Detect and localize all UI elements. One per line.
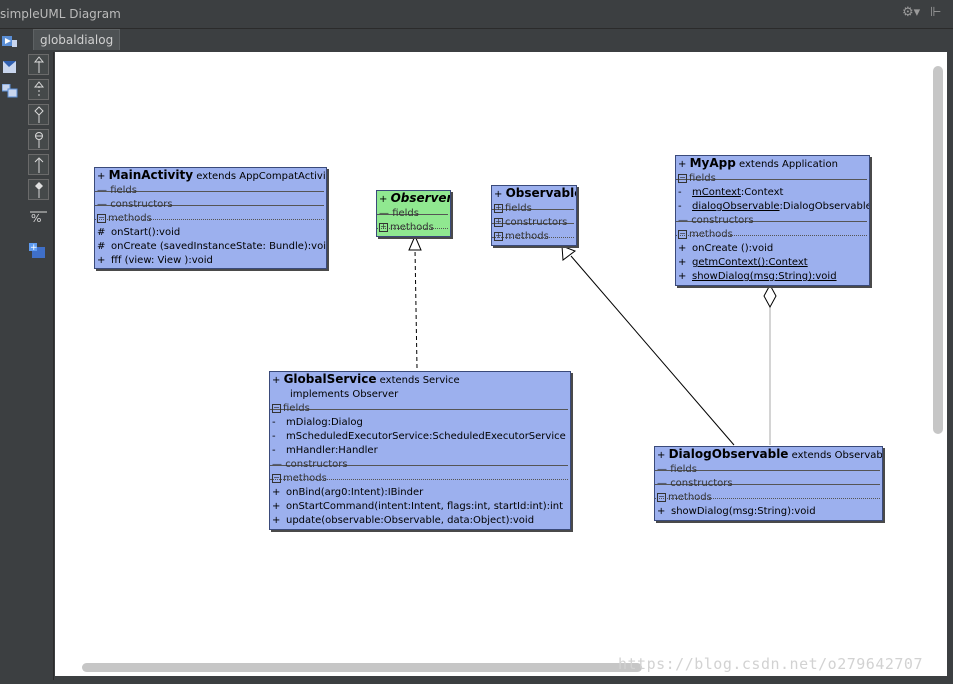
methods-section[interactable]: −methods — [270, 472, 570, 486]
expand-icon: + — [494, 217, 503, 227]
class-diagram-icon[interactable] — [2, 60, 18, 74]
interface-observer[interactable]: + Observer — fields +methods — [376, 190, 451, 237]
method-row: #onCreate (savedInstanceState: Bundle):v… — [97, 241, 327, 252]
class-header: + Observer — [379, 191, 451, 205]
class-extends: extends Service — [379, 375, 460, 386]
constructors-section[interactable]: +constructors — [492, 216, 576, 230]
expand-icon: + — [379, 222, 388, 232]
class-observable[interactable]: + Observable +fields +constructors +meth… — [491, 185, 577, 246]
class-mainactivity[interactable]: + MainActivity extends AppCompatActivity… — [94, 167, 327, 269]
tab-globaldialog[interactable]: globaldialog — [33, 29, 121, 50]
horizontal-scrollbar[interactable] — [82, 663, 642, 672]
fields-section: — fields — [95, 184, 326, 198]
field-row: -mContext:Context — [678, 187, 784, 198]
expand-icon: + — [494, 231, 503, 241]
realization-tool-icon[interactable] — [28, 79, 49, 100]
fields-section: — fields — [655, 463, 882, 477]
expand-icon: + — [494, 203, 503, 213]
tab-bar: globaldialog — [0, 29, 953, 51]
svg-text:+: + — [30, 243, 38, 253]
fields-section: — fields — [377, 207, 450, 221]
inheritance-tool-icon[interactable] — [28, 54, 49, 75]
methods-section[interactable]: −methods — [655, 491, 882, 505]
pin-icon[interactable]: ⊩ — [930, 5, 942, 20]
class-implements: implements Observer — [290, 389, 399, 400]
class-header: + GlobalService extends Service — [272, 372, 460, 386]
method-row: +onBind(arg0:Intent):IBinder — [272, 487, 424, 498]
aggregation-tool-icon[interactable] — [28, 154, 49, 175]
collapse-icon: − — [678, 229, 687, 239]
class-extends: extends Application — [739, 159, 838, 170]
class-extends: extends Observable — [791, 450, 883, 461]
class-globalservice[interactable]: + GlobalService extends Service implemen… — [269, 371, 571, 530]
method-row: #onStart():void — [97, 227, 181, 238]
diagram-run-icon[interactable] — [2, 34, 18, 48]
package-diagram-icon[interactable] — [2, 84, 18, 98]
fields-section[interactable]: −fields — [676, 172, 869, 186]
collapse-icon: − — [657, 492, 666, 502]
title-bar: simpleUML Diagram ⚙▾ ⊩ — [0, 0, 953, 29]
constructors-section: — constructors — [676, 214, 869, 228]
class-name: MyApp — [689, 156, 736, 170]
method-row: +showDialog(msg:String):void — [657, 506, 816, 517]
collapse-icon: − — [678, 173, 687, 183]
method-row: +onCreate ():void — [678, 243, 774, 254]
class-dialogobservable[interactable]: + DialogObservable extends Observable — … — [654, 446, 883, 521]
class-header: + Observable — [492, 186, 576, 202]
class-name: Observer — [390, 191, 451, 205]
field-row: -mHandler:Handler — [272, 445, 378, 456]
methods-section[interactable]: −methods — [676, 228, 869, 242]
methods-section[interactable]: +methods — [492, 230, 576, 244]
method-row: +fff (view: View ):void — [97, 255, 213, 266]
method-row: +update(observable:Observable, data:Obje… — [272, 515, 535, 526]
field-row: -mScheduledExecutorService:ScheduledExec… — [272, 431, 566, 442]
svg-text:%: % — [31, 212, 41, 225]
tool-palette: % + — [25, 52, 54, 680]
diagram-canvas[interactable] — [55, 52, 947, 676]
class-name: MainActivity — [108, 168, 194, 182]
class-name: DialogObservable — [668, 447, 789, 461]
class-name: Observable — [505, 186, 577, 200]
field-row: -mDialog:Dialog — [272, 417, 363, 428]
add-class-icon[interactable]: + — [29, 242, 49, 260]
method-row: +showDialog(msg:String):void — [678, 271, 837, 282]
field-row: -dialogObservable:DialogObservable — [678, 201, 870, 212]
method-row: +getmContext():Context — [678, 257, 808, 268]
fields-section[interactable]: −fields — [270, 402, 570, 416]
dependency-tool-icon[interactable] — [28, 129, 49, 150]
methods-section[interactable]: +methods — [377, 221, 450, 235]
methods-section[interactable]: −methods — [95, 212, 326, 226]
constructors-section: — constructors — [270, 458, 570, 472]
class-header: + MyApp extends Application — [678, 156, 838, 170]
gear-icon[interactable]: ⚙▾ — [902, 5, 921, 20]
class-header: + MainActivity extends AppCompatActivity — [95, 168, 326, 184]
class-extends: extends AppCompatActivity — [196, 171, 327, 182]
class-name: GlobalService — [283, 372, 377, 386]
constructors-section: — constructors — [95, 198, 326, 212]
watermark: https://blog.csdn.net/o279642707 — [618, 655, 923, 673]
class-myapp[interactable]: + MyApp extends Application −fields -mCo… — [675, 155, 870, 286]
association-tool-icon[interactable] — [28, 104, 49, 125]
fields-section[interactable]: +fields — [492, 202, 576, 216]
collapse-icon: − — [97, 213, 106, 223]
composition-tool-icon[interactable] — [28, 179, 49, 200]
method-row: +onStartCommand(intent:Intent, flags:int… — [272, 501, 564, 512]
constructors-section: — constructors — [655, 477, 882, 491]
window-title: simpleUML Diagram — [0, 7, 121, 21]
layout-tool-icon[interactable]: % — [29, 209, 49, 227]
class-header: + DialogObservable extends Observable — [655, 447, 882, 463]
vertical-scrollbar[interactable] — [933, 66, 943, 434]
collapse-icon: − — [272, 403, 281, 413]
collapse-icon: − — [272, 473, 281, 483]
